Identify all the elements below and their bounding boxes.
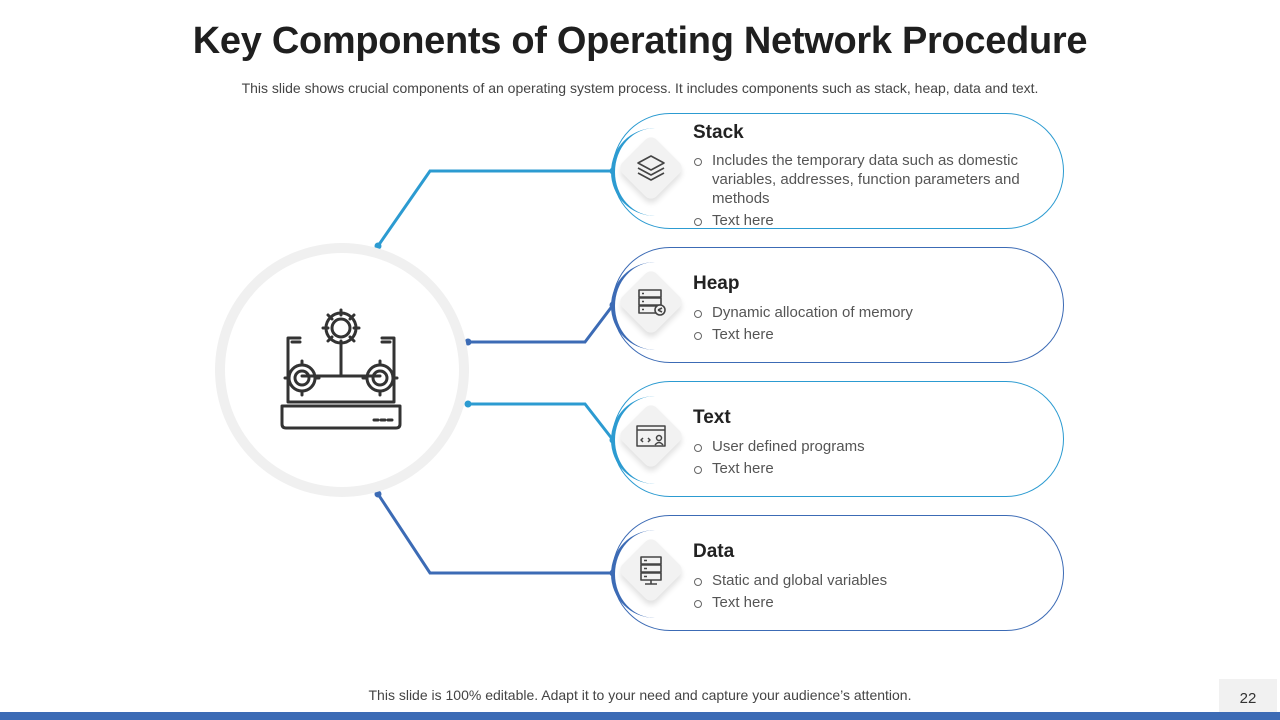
bullet-item: Text here: [693, 459, 1023, 478]
bullet-item: Dynamic allocation of memory: [693, 303, 1023, 322]
bullet-item: Text here: [693, 593, 1023, 612]
layers-icon: [637, 155, 665, 181]
bullet-item: Text here: [693, 211, 1023, 230]
slide-footer: This slide is 100% editable. Adapt it to…: [368, 687, 912, 703]
bullet-item: Text here: [693, 325, 1023, 344]
component-card-text: Text User defined programs Text here: [611, 381, 1064, 497]
card-accent: [611, 530, 655, 618]
bullet-item: User defined programs: [693, 437, 1023, 456]
card-accent: [611, 396, 655, 484]
laptop-gears-icon: [280, 308, 402, 430]
code-window-icon: [636, 425, 666, 447]
card-title: Text: [693, 407, 731, 428]
connector-heap: [468, 304, 615, 344]
bullet-list: User defined programs Text here: [693, 437, 1023, 481]
database-icon: [640, 556, 662, 585]
bullet-item: Static and global variables: [693, 571, 1023, 590]
bullet-list: Dynamic allocation of memory Text here: [693, 303, 1023, 347]
connector-data: [376, 493, 613, 575]
component-card-data: Data Static and global variables Text he…: [611, 515, 1064, 631]
card-title: Heap: [693, 273, 740, 294]
server-share-icon: [638, 289, 666, 316]
slide-title: Key Components of Operating Network Proc…: [192, 20, 1088, 62]
slide-subtitle: This slide shows crucial components of a…: [241, 80, 1039, 96]
card-accent: [611, 128, 655, 216]
component-card-heap: Heap Dynamic allocation of memory Text h…: [611, 247, 1064, 363]
bullet-list: Static and global variables Text here: [693, 571, 1023, 615]
card-title: Data: [693, 541, 735, 562]
bottom-bar: [0, 712, 1280, 720]
card-accent: [611, 262, 655, 350]
component-card-stack: Stack Includes the temporary data such a…: [611, 113, 1064, 229]
connector-stack: [376, 169, 613, 247]
bullet-list: Includes the temporary data such as dome…: [693, 151, 1023, 233]
page-number: 22: [1219, 679, 1277, 712]
connector-text: [468, 402, 615, 441]
bullet-item: Includes the temporary data such as dome…: [693, 151, 1023, 208]
connector-dot: [464, 400, 472, 408]
card-title: Stack: [693, 122, 744, 143]
